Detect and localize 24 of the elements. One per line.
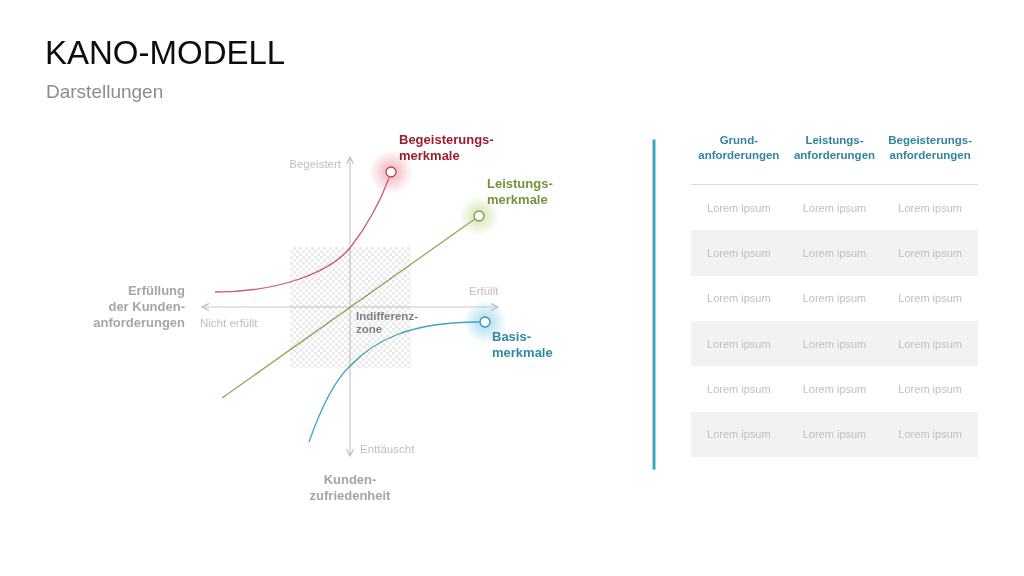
column-header: Begeisterungs- anforderungen: [888, 133, 972, 163]
curve-label: Begeisterungs- merkmale: [399, 132, 494, 164]
placeholder-text: Lorem ipsum: [802, 291, 867, 306]
curve-label: Leistungs- merkmale: [487, 176, 553, 208]
axis-title: Erfüllung der Kunden- anforderungen: [93, 283, 185, 331]
placeholder-text: Lorem ipsum: [802, 381, 867, 396]
zone-label: Indifferenz- zone: [356, 310, 418, 336]
placeholder-text: Lorem ipsum: [707, 200, 771, 215]
axis-label: Enttäuscht: [360, 442, 415, 456]
placeholder-text: Lorem ipsum: [898, 381, 962, 396]
column-header: Grund- anforderungen: [698, 133, 780, 163]
curve-label: Basis- merkmale: [492, 329, 553, 361]
placeholder-text: Lorem ipsum: [898, 200, 962, 215]
placeholder-text: Lorem ipsum: [802, 200, 867, 215]
column-header: Leistungs- anforderungen: [793, 133, 876, 163]
placeholder-text: Lorem ipsum: [898, 291, 962, 306]
page-subtitle: Darstellungen: [46, 80, 164, 104]
axis-label: Erfüllt: [469, 284, 499, 298]
placeholder-text: Lorem ipsum: [707, 291, 771, 306]
axis-label: Begeistert: [289, 157, 341, 171]
placeholder-text: Lorem ipsum: [707, 381, 771, 396]
axis-label: Nicht erfüllt: [200, 316, 258, 330]
axis-title: Kunden- zufriedenheit: [309, 472, 391, 504]
page-title: KANO-MODELL: [45, 33, 286, 73]
